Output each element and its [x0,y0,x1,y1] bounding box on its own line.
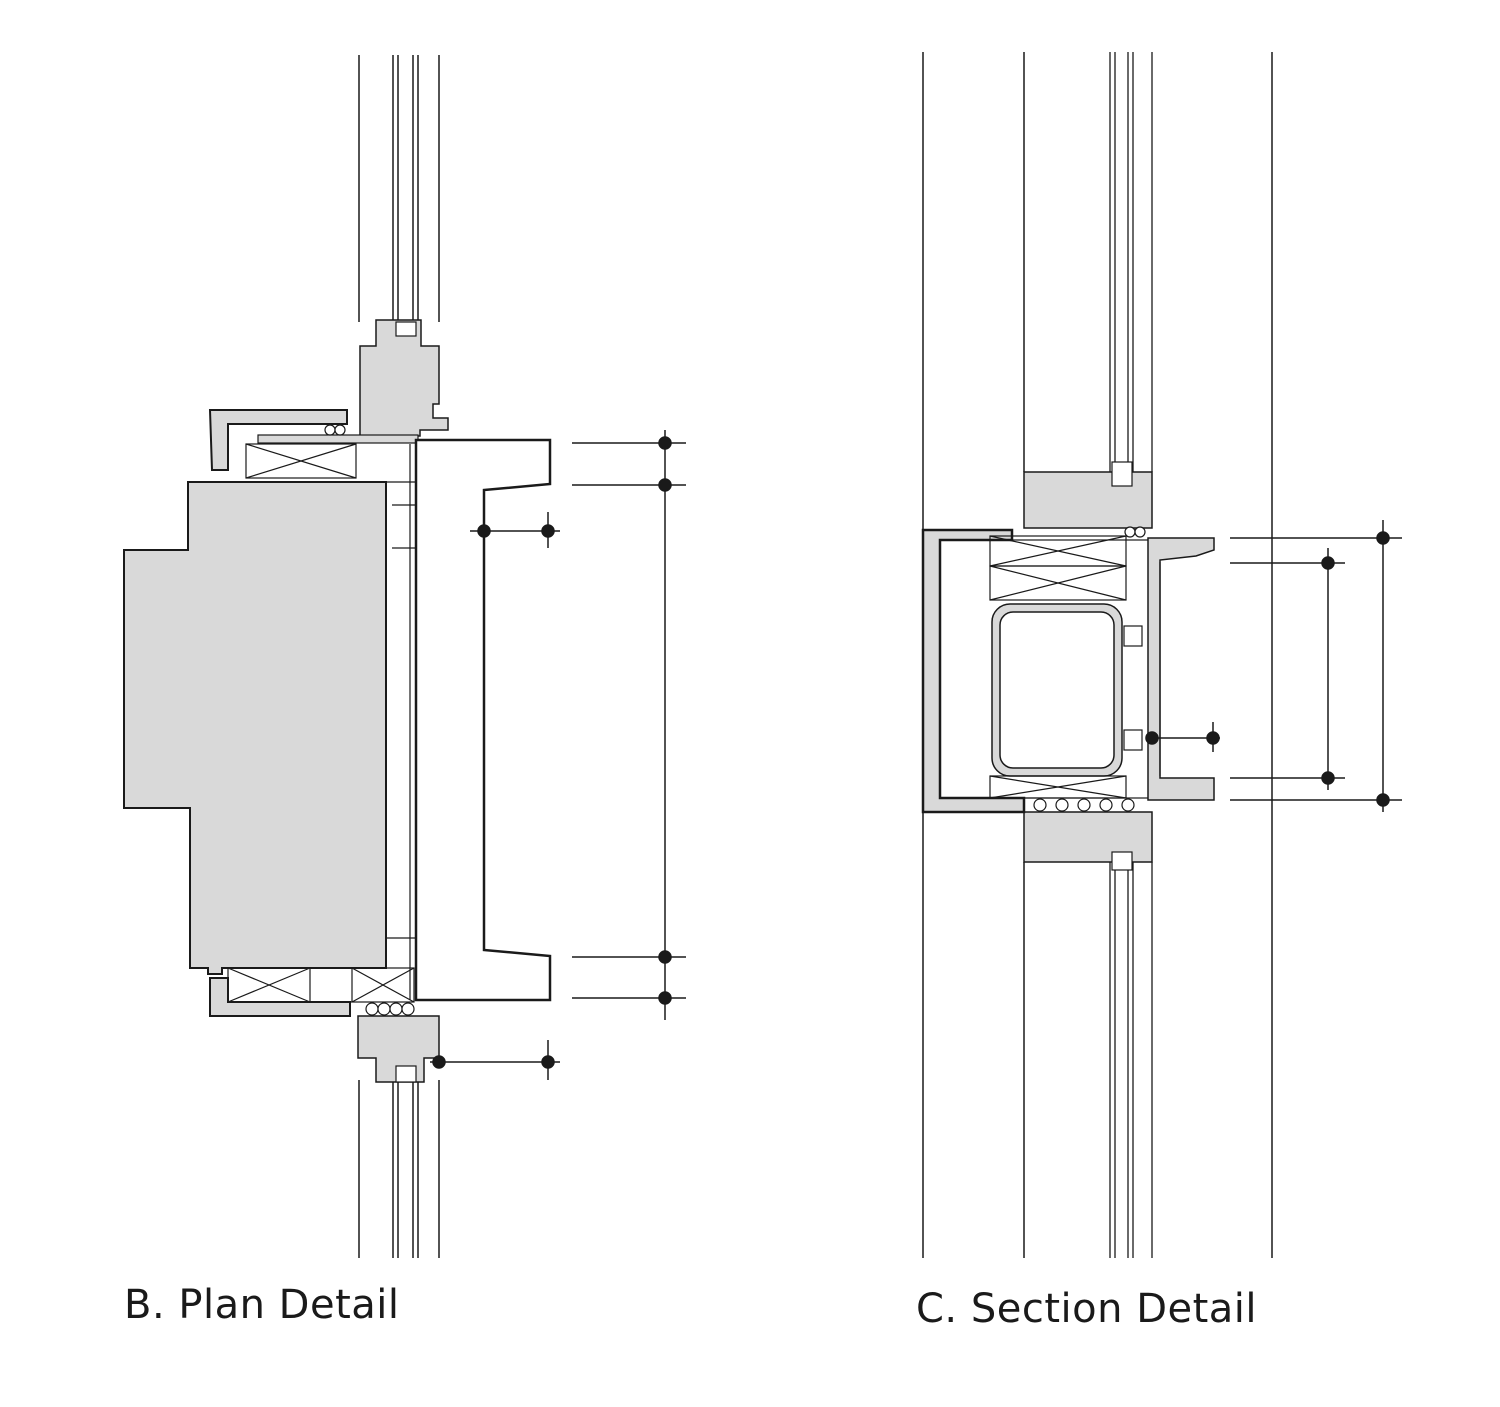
plan-wall-structure [123,481,387,975]
plan-top-shim-plate [257,434,419,444]
section-spacer-bottom [1123,729,1143,751]
section-upper-sash [1023,471,1153,529]
section-steel-channel [1147,537,1215,801]
section-bottom-blocking [989,775,1127,799]
plan-top-backer-rods [324,424,346,436]
section-glazing-bottom [1109,862,1153,1258]
section-reference-lines [922,52,1273,1258]
plan-detail-caption: B. Plan Detail [124,1282,400,1328]
plan-steel-channel [414,438,552,1002]
plan-top-trim [208,409,348,471]
section-top-blocking [989,535,1127,601]
plan-glazing-bottom [358,1080,440,1258]
plan-bottom-backer-rods [365,1002,415,1016]
plan-lower-glass-pocket [395,1065,417,1083]
plan-gap-strip [385,444,416,1000]
section-steel-tube-inner [999,611,1115,769]
plan-upper-glass-pocket [395,321,417,337]
plan-upper-sash [359,319,449,437]
section-upper-glass-pocket [1111,461,1133,487]
section-lower-glass-pocket [1111,851,1133,871]
plan-bottom-trim [209,977,351,1017]
plan-lower-sash [357,1015,440,1083]
section-glazing-top [1109,52,1153,472]
section-dimensions [1145,520,1402,812]
plan-top-blocking [245,443,357,479]
plan-dimensions [430,430,686,1080]
plan-detail [123,55,686,1258]
section-detail-caption: C. Section Detail [916,1286,1258,1332]
section-spacer-top [1123,625,1143,647]
section-detail [921,52,1402,1258]
plan-bottom-blocking [227,967,415,1003]
section-lower-sash [1023,811,1153,863]
section-backer-rods [1033,798,1135,812]
section-top-backer-rods [1124,526,1146,538]
plan-glazing-top [358,55,440,322]
